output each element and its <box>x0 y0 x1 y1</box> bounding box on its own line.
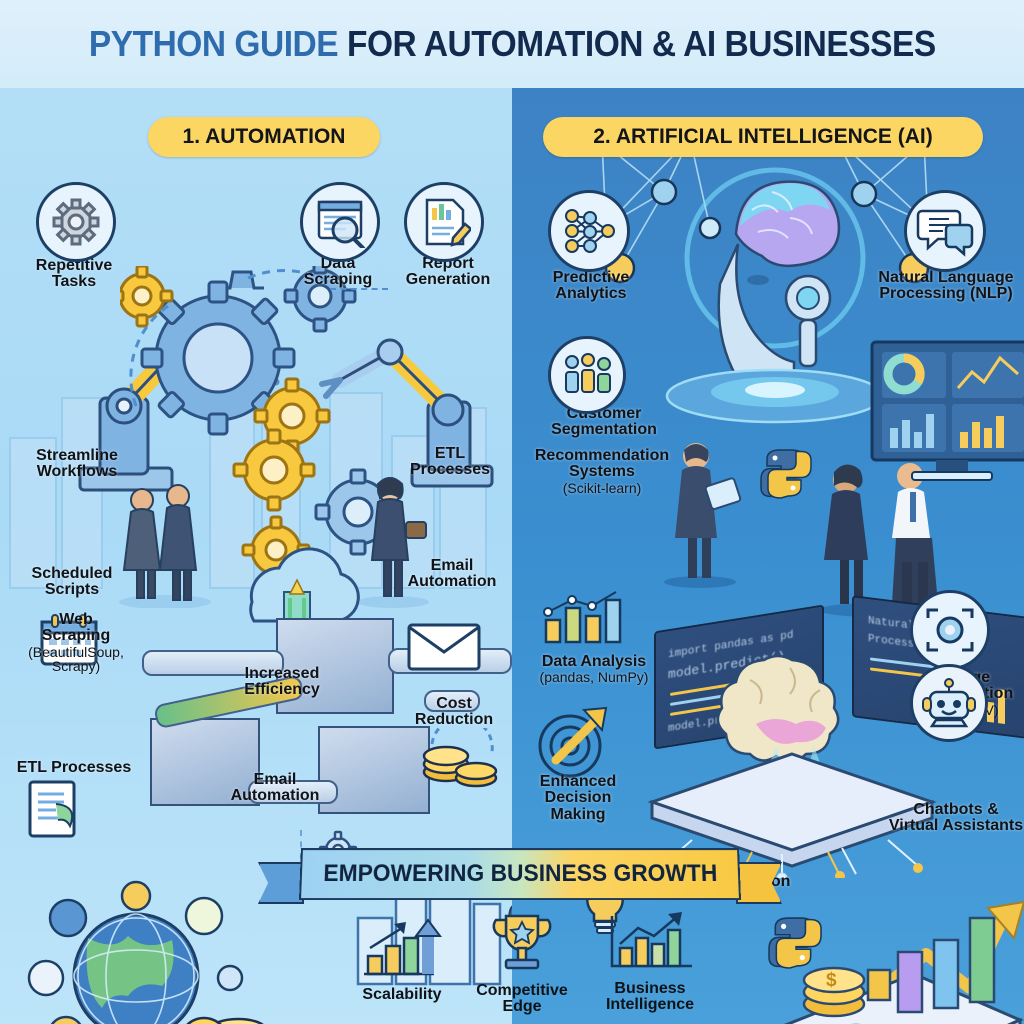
banner-body: EMPOWERING BUSINESS GROWTH <box>299 848 741 900</box>
browser-magnifier-icon <box>313 196 367 248</box>
predictive-analytics-badge <box>548 190 630 272</box>
etl-document-icon <box>22 778 88 840</box>
image-recognition-badge <box>910 590 990 670</box>
chat-bubbles-icon <box>916 205 974 257</box>
python-logo-small-icon <box>760 448 814 502</box>
footer-item-scalability: Scalability <box>340 918 464 1003</box>
label-chatbots: Chatbots &Virtual Assistants <box>886 802 1024 835</box>
gear-icon <box>51 197 101 247</box>
trophy-icon <box>486 910 558 974</box>
envelope-email-icon <box>406 620 482 674</box>
coins-cost-reduction-icon <box>418 728 504 798</box>
robot-face-icon <box>922 678 976 728</box>
section-pill-ai[interactable]: 2. ARTIFICIAL INTELLIGENCE (AI) <box>543 117 983 157</box>
label-web-scraping: WebScraping (BeautifulSoup,Scrapy) <box>14 612 138 673</box>
coins-stack-left-icon: $ $ <box>176 988 286 1024</box>
banner-text: EMPOWERING BUSINESS GROWTH <box>323 860 718 888</box>
label-etl-processes-top: ETLProcesses <box>396 446 504 479</box>
footer-label-competitive-edge: CompetitiveEdge <box>460 983 584 1016</box>
label-email-automation-right: EmailAutomation <box>392 558 512 591</box>
label-email-automation-center: EmailAutomation <box>212 772 338 805</box>
section-pill-automation[interactable]: 1. AUTOMATION <box>148 117 380 157</box>
page-title: PYTHON GUIDE FOR AUTOMATION & AI BUSINES… <box>89 23 936 65</box>
camera-frame-icon <box>924 604 976 656</box>
title-rest: FOR AUTOMATION & AI BUSINESSES <box>338 23 936 64</box>
label-scheduled-scripts: ScheduledScripts <box>12 566 132 599</box>
poster-header: PYTHON GUIDE FOR AUTOMATION & AI BUSINES… <box>0 0 1024 88</box>
label-predictive-analytics: PredictiveAnalytics <box>528 270 654 303</box>
growth-banner: EMPOWERING BUSINESS GROWTH <box>300 848 740 900</box>
label-nlp: Natural LanguageProcessing (NLP) <box>868 270 1024 303</box>
label-cost-reduction: CostReduction <box>398 696 510 729</box>
label-increased-efficiency: IncreasedEfficiency <box>214 666 350 699</box>
analytics-dashboard-monitor <box>860 336 1024 526</box>
footer-label-scalability: Scalability <box>340 987 464 1003</box>
title-accent: PYTHON GUIDE <box>89 23 338 64</box>
bar-chart-data-analysis-icon <box>540 586 624 648</box>
label-recommendation-systems: RecommendationSystems (Scikit-learn) <box>518 448 686 495</box>
chatbot-badge <box>910 664 988 742</box>
report-pencil-icon <box>417 196 471 248</box>
python-logo-bottom-icon <box>768 916 824 972</box>
label-repetitive-tasks: RepetitiveTasks <box>14 258 134 291</box>
repetitive-tasks-badge <box>36 182 116 262</box>
report-generation-badge <box>404 182 484 262</box>
label-etl-processes-bottom: ETL Processes <box>4 760 144 776</box>
label-streamline-workflows: StreamlineWorkflows <box>14 448 140 481</box>
ai-head-brain-illustration <box>680 148 870 378</box>
footer-label-business-intelligence: BusinessIntelligence <box>580 981 720 1014</box>
customer-segmentation-badge <box>548 336 626 414</box>
hologram-platform-icon <box>660 360 890 430</box>
svg-text:$: $ <box>826 970 837 991</box>
label-customer-segmentation: CustomerSegmentation <box>524 406 684 439</box>
target-arrow-decision-icon <box>532 702 612 782</box>
label-enhanced-decision-making: EnhancedDecisionMaking <box>522 774 634 823</box>
data-scraping-badge <box>300 182 380 262</box>
footer-item-competitive-edge: CompetitiveEdge <box>460 910 584 1016</box>
line-chart-icon <box>600 910 700 972</box>
footer-item-business-intelligence: BusinessIntelligence <box>580 910 720 1014</box>
nlp-badge <box>904 190 986 272</box>
people-bars-icon <box>560 350 614 400</box>
bar-chart-arrow-icon <box>356 918 448 978</box>
neural-net-icon <box>560 204 618 258</box>
label-data-analysis: Data Analysis (pandas, NumPy) <box>516 654 672 685</box>
